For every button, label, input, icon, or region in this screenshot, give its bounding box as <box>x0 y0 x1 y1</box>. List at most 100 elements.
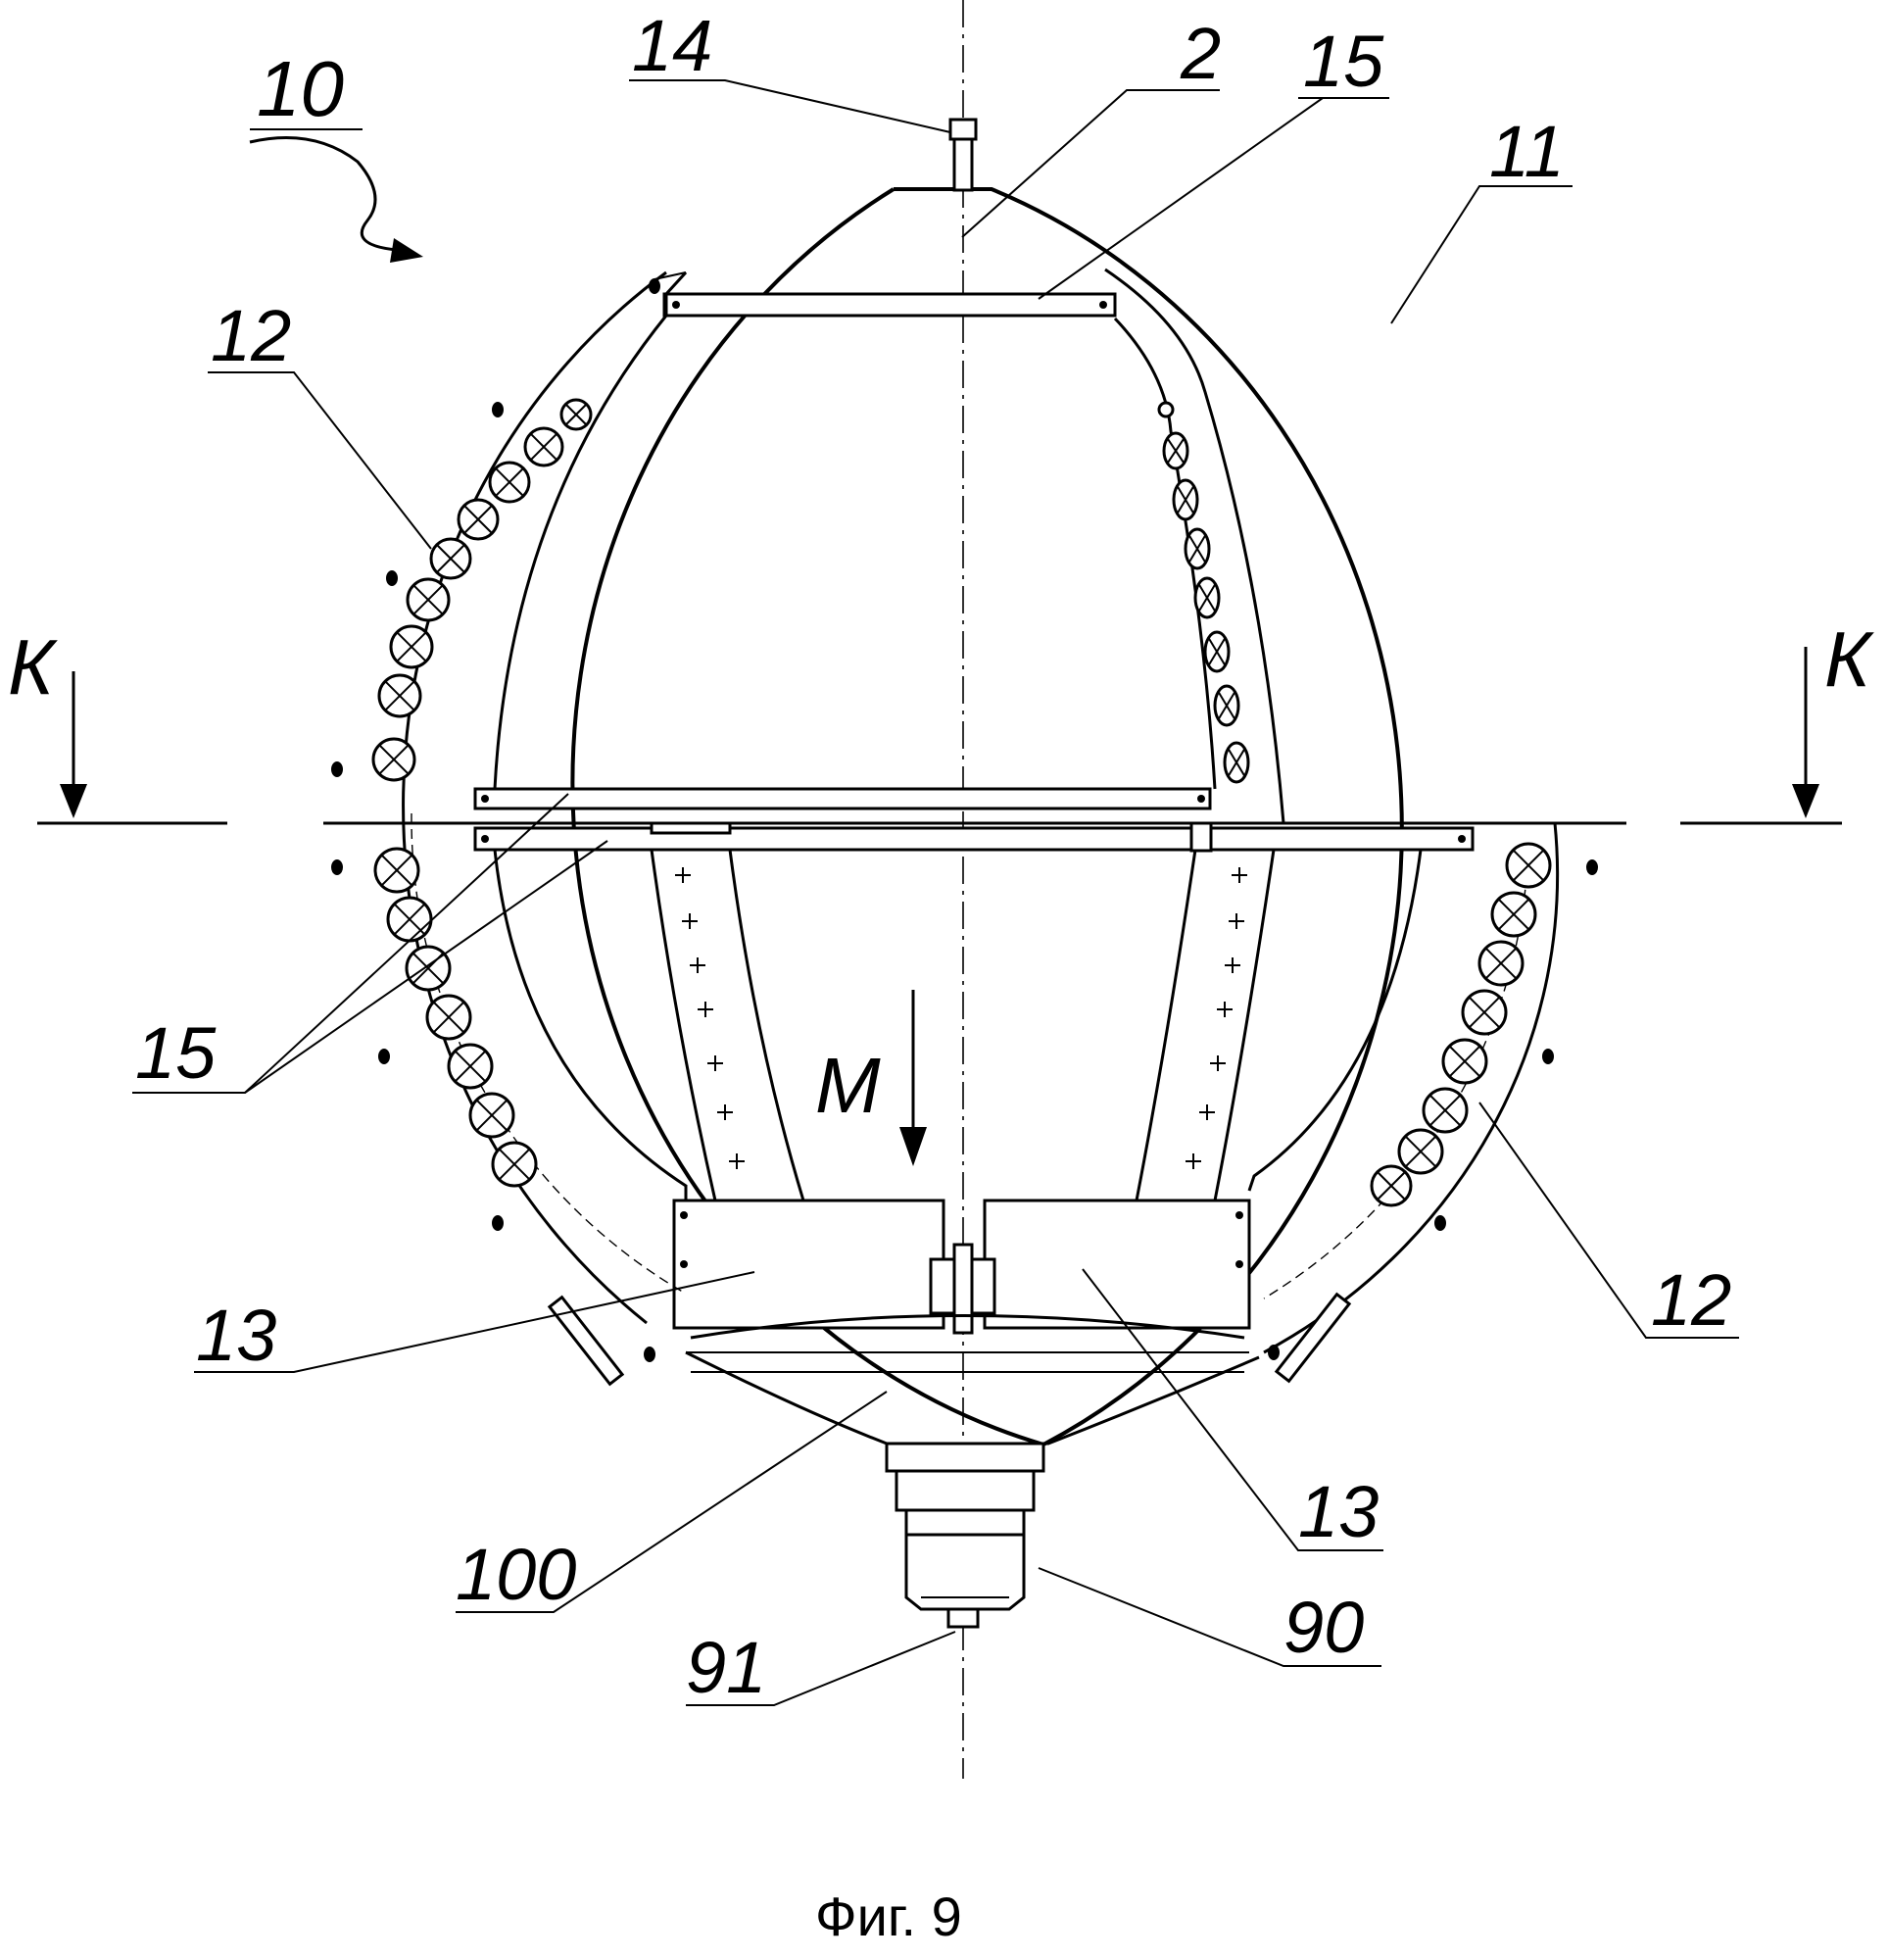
label-14: 14 <box>632 5 712 86</box>
tube <box>389 624 434 669</box>
plus-mark <box>1199 1104 1215 1120</box>
label-15-top: 15 <box>1303 21 1384 102</box>
tube <box>488 461 531 504</box>
tube <box>1490 891 1537 938</box>
right-lower-guide <box>1247 849 1423 1192</box>
plus-mark <box>1232 867 1247 883</box>
center-bracket <box>929 1243 996 1335</box>
box-right <box>983 1199 1251 1330</box>
plus-mark <box>717 1104 733 1120</box>
plus-mark <box>1210 1055 1226 1071</box>
plus-mark <box>1225 957 1240 973</box>
lower-membrane <box>690 1314 1245 1340</box>
shell-fastener-dot <box>1434 1215 1446 1231</box>
mid-crossbar-lower <box>473 821 1475 853</box>
shell-fastener-dot <box>492 402 504 417</box>
plus-mark <box>707 1055 723 1071</box>
tube <box>405 945 452 992</box>
shell-fastener-dot <box>649 278 660 294</box>
tube <box>425 994 472 1041</box>
tube <box>1505 842 1552 889</box>
tube <box>491 1141 538 1188</box>
label-2: 2 <box>1180 13 1221 94</box>
top-nozzle <box>948 118 978 192</box>
tube <box>1162 431 1189 470</box>
tube-row-right-upper <box>1157 401 1250 784</box>
tube <box>447 1043 494 1090</box>
section-label-left: К <box>8 623 58 710</box>
tube <box>1223 741 1250 784</box>
shell-fasteners <box>331 278 1598 1362</box>
shell-fastener-dot <box>331 859 343 875</box>
shell-fastener-dot <box>644 1347 655 1362</box>
tube <box>1203 630 1231 673</box>
tube <box>523 426 564 467</box>
plus-mark <box>698 1002 713 1017</box>
label-12-right: 12 <box>1651 1259 1731 1341</box>
tube <box>429 537 472 580</box>
lower-left-strip-marks <box>675 867 745 1169</box>
tube <box>1477 940 1525 987</box>
figure-caption: Фиг. 9 <box>815 1886 962 1947</box>
bottom-outlet <box>885 1442 1045 1629</box>
tube <box>1397 1128 1444 1175</box>
sphere-shell <box>402 187 1560 1446</box>
shell-fastener-dot <box>378 1049 390 1064</box>
shell-fastener-dot <box>1268 1345 1280 1360</box>
plus-mark <box>1229 913 1244 929</box>
tube <box>468 1092 515 1139</box>
tube <box>1213 684 1240 727</box>
assembly-pointer-squiggle <box>249 136 398 252</box>
box-left <box>672 1199 945 1330</box>
assembly-pointer-arrowhead <box>390 238 423 263</box>
label-13-right: 13 <box>1298 1471 1379 1552</box>
tube-row-left-upper <box>371 398 593 782</box>
plus-mark <box>682 913 698 929</box>
plus-mark <box>690 957 705 973</box>
section-marker-left <box>37 671 227 825</box>
tube <box>1370 1164 1413 1207</box>
tube <box>371 737 416 782</box>
shell-fastener-dot <box>386 570 398 586</box>
label-13-left: 13 <box>196 1295 276 1376</box>
lower-right-strip <box>1135 849 1276 1201</box>
tube <box>559 398 593 431</box>
shell-fastener-dot <box>1542 1049 1554 1064</box>
bottom-dish <box>685 1350 1260 1446</box>
lower-left-strip <box>650 849 805 1201</box>
label-10: 10 <box>257 45 344 132</box>
top-crossbar <box>662 292 1117 318</box>
tube <box>1441 1038 1488 1085</box>
tube-trace-path <box>411 812 687 1295</box>
tube <box>377 673 422 718</box>
mid-crossbar-upper <box>473 787 1212 810</box>
section-marker-right <box>1680 647 1842 825</box>
left-upper-guide <box>493 270 688 790</box>
tube <box>457 498 500 541</box>
label-15-left: 15 <box>135 1012 217 1094</box>
tube <box>373 847 420 894</box>
plus-mark <box>729 1153 745 1169</box>
tube-row-right-lower <box>1370 842 1552 1207</box>
tube <box>406 577 451 622</box>
view-m-label: М <box>815 1042 881 1129</box>
lower-right-strip-marks <box>1186 867 1247 1169</box>
tube <box>1184 527 1211 570</box>
bottom-right-bracket <box>1274 1292 1352 1384</box>
shell-fastener-dot <box>331 761 343 777</box>
label-underlines <box>132 79 1739 1706</box>
plus-mark <box>1186 1153 1201 1169</box>
label-100: 100 <box>456 1534 576 1615</box>
tube <box>1172 478 1199 521</box>
label-12-left: 12 <box>211 295 291 376</box>
section-label-right: К <box>1824 615 1874 703</box>
tube <box>386 896 433 943</box>
tube <box>1193 576 1221 619</box>
plus-mark <box>1217 1002 1233 1017</box>
view-m-arrowhead <box>899 1127 927 1166</box>
label-90: 90 <box>1283 1587 1364 1668</box>
strip-end-marker <box>1157 401 1175 418</box>
tube <box>1422 1087 1469 1134</box>
label-11: 11 <box>1489 111 1565 192</box>
